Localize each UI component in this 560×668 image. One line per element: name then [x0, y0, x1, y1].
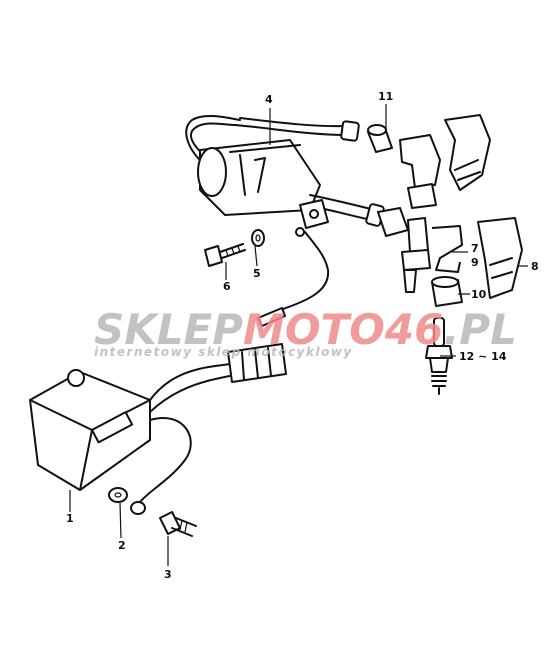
svg-text:SKLEPMOTO46.PL: SKLEPMOTO46.PL: [94, 305, 517, 354]
watermark-tagline: internetowy sklep motocyklowy: [94, 345, 353, 359]
leader-lines: [69, 104, 528, 566]
watermark-brand-moto: MOTO: [243, 305, 385, 354]
callout-10: 10: [471, 288, 487, 301]
watermark-brand-46: 46: [384, 305, 443, 354]
callout-9: 9: [471, 256, 479, 269]
callout-3: 3: [164, 568, 172, 581]
spark-plug-caps: [367, 114, 523, 307]
callout-7: 7: [471, 242, 479, 255]
watermark: SKLEPMOTO46.PL internetowy sklep motocyk…: [94, 305, 517, 359]
callout-11: 11: [378, 90, 393, 103]
callout-1: 1: [66, 512, 74, 525]
watermark-brand-pl: .PL: [443, 305, 517, 354]
callout-5: 5: [253, 267, 261, 280]
ignition-coil: [185, 114, 385, 327]
callout-8: 8: [531, 260, 539, 273]
watermark-brand-sklep: SKLEP: [94, 305, 243, 354]
spark-plug: [425, 317, 453, 395]
callout-2: 2: [118, 539, 126, 552]
callout-6: 6: [223, 280, 231, 293]
bolt-6: [204, 243, 246, 267]
bolt-3: [159, 511, 197, 537]
callout-4: 4: [265, 93, 273, 106]
cdi-unit: [29, 343, 287, 515]
callout-12-14: 12 ∼ 14: [459, 350, 507, 363]
washer-2: [108, 487, 128, 503]
washer-5: [251, 229, 265, 247]
